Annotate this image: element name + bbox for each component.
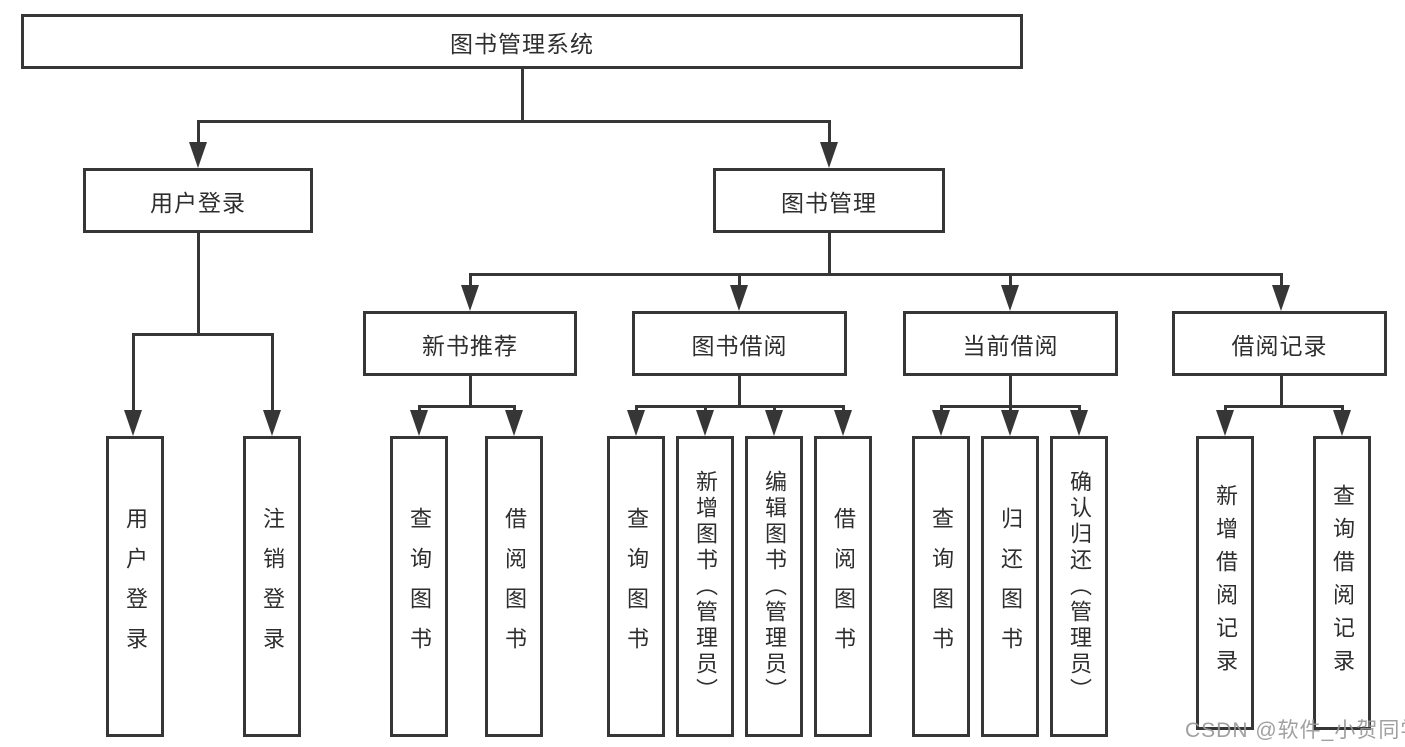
node-current-borrow: 当前借阅 (903, 311, 1118, 376)
connector-stem (737, 376, 741, 405)
arrowhead-down-icon (189, 142, 207, 168)
arrowhead-down-icon (263, 410, 281, 436)
connector-drop (1008, 405, 1012, 414)
connector-rail (468, 273, 1283, 276)
leaf-return-book-label: 归还图书 (998, 506, 1023, 667)
node-root: 图书管理系统 (21, 14, 1023, 69)
arrowhead-down-icon (730, 285, 748, 311)
connector-drop (634, 405, 638, 414)
node-book-borrow: 图书借阅 (632, 311, 847, 376)
node-current-borrow-label: 当前借阅 (962, 332, 1059, 359)
connector-drop (1008, 273, 1012, 289)
connector-stem (827, 233, 831, 273)
node-borrow-record-label: 借阅记录 (1231, 332, 1328, 359)
arrowhead-down-icon (505, 410, 523, 436)
leaf-add-borrow-record-label: 新增借阅记录 (1213, 484, 1238, 682)
node-new-book-recommend: 新书推荐 (363, 311, 577, 376)
connector-drop (468, 273, 472, 289)
leaf-edit-book-admin-label: 编辑图书（管理员） (762, 469, 787, 704)
connector-drop (939, 405, 943, 414)
connector-drop (512, 405, 516, 414)
connector-rail (417, 405, 516, 408)
arrowhead-down-icon (932, 410, 950, 436)
leaf-borrow-book-label: 借阅图书 (831, 506, 856, 667)
leaf-user-login: 用户登录 (106, 436, 164, 737)
leaf-query-book-current-label: 查询图书 (929, 506, 954, 667)
connector-stem (196, 233, 200, 333)
arrowhead-down-icon (820, 142, 838, 168)
arrowhead-down-icon (461, 285, 479, 311)
connector-rail (196, 120, 831, 123)
arrowhead-down-icon (765, 410, 783, 436)
watermark-text: CSDN @软件_小贺同学 (1185, 719, 1405, 742)
arrowhead-down-icon (1216, 410, 1234, 436)
connector-stem (1008, 376, 1012, 405)
connector-rail (1223, 405, 1344, 408)
node-user-login-label: 用户登录 (150, 189, 246, 216)
leaf-add-book-admin: 新增图书（管理员） (676, 436, 734, 737)
node-book-borrow-label: 图书借阅 (691, 332, 788, 359)
connector-drop (827, 120, 831, 146)
leaf-query-book-borrow-label: 查询图书 (624, 506, 649, 667)
node-book-management-label: 图书管理 (781, 189, 877, 216)
connector-stem (468, 376, 472, 405)
leaf-edit-book-admin: 编辑图书（管理员） (745, 436, 803, 737)
leaf-logout: 注销登录 (243, 436, 301, 737)
leaf-add-book-admin-label: 新增图书（管理员） (693, 469, 718, 704)
connector-drop (1340, 405, 1344, 414)
arrowhead-down-icon (696, 410, 714, 436)
node-book-management: 图书管理 (713, 168, 945, 233)
connector-drop (131, 333, 135, 414)
node-new-book-recommend-label: 新书推荐 (422, 332, 518, 359)
arrowhead-down-icon (1001, 285, 1019, 311)
connector-drop (737, 273, 741, 289)
leaf-borrow-book: 借阅图书 (814, 436, 872, 737)
arrowhead-down-icon (1070, 410, 1088, 436)
arrowhead-down-icon (627, 410, 645, 436)
leaf-query-book-borrow: 查询图书 (607, 436, 665, 737)
leaf-query-borrow-record: 查询借阅记录 (1313, 436, 1371, 730)
leaf-logout-label: 注销登录 (260, 506, 285, 667)
connector-rail (634, 405, 845, 408)
connector-drop (270, 333, 274, 414)
connector-drop (1223, 405, 1227, 414)
connector-drop (196, 120, 200, 146)
connector-drop (1077, 405, 1081, 414)
leaf-add-borrow-record: 新增借阅记录 (1196, 436, 1254, 730)
leaf-query-book-recommend: 查询图书 (390, 436, 448, 737)
arrowhead-down-icon (1333, 410, 1351, 436)
connector-stem (1279, 376, 1283, 405)
arrowhead-down-icon (834, 410, 852, 436)
leaf-query-borrow-record-label: 查询借阅记录 (1330, 484, 1355, 682)
connector-drop (417, 405, 421, 414)
connector-drop (1279, 273, 1283, 289)
arrowhead-down-icon (1272, 285, 1290, 311)
arrowhead-down-icon (410, 410, 428, 436)
connector-drop (841, 405, 845, 414)
leaf-confirm-return-admin-label: 确认归还（管理员） (1067, 469, 1092, 704)
connector-drop (703, 405, 707, 414)
leaf-confirm-return-admin: 确认归还（管理员） (1050, 436, 1108, 737)
node-borrow-record: 借阅记录 (1172, 311, 1387, 376)
leaf-return-book: 归还图书 (981, 436, 1039, 737)
leaf-query-book-current: 查询图书 (912, 436, 970, 737)
node-user-login: 用户登录 (83, 168, 313, 233)
arrowhead-down-icon (1001, 410, 1019, 436)
arrowhead-down-icon (124, 410, 142, 436)
leaf-borrow-book-recommend: 借阅图书 (485, 436, 543, 737)
leaf-borrow-book-recommend-label: 借阅图书 (502, 506, 527, 667)
connector-rail (131, 333, 274, 336)
leaf-user-login-label: 用户登录 (123, 506, 148, 667)
connector-drop (772, 405, 776, 414)
leaf-query-book-recommend-label: 查询图书 (407, 506, 432, 667)
node-root-label: 图书管理系统 (450, 30, 594, 57)
connector-stem (520, 69, 524, 120)
